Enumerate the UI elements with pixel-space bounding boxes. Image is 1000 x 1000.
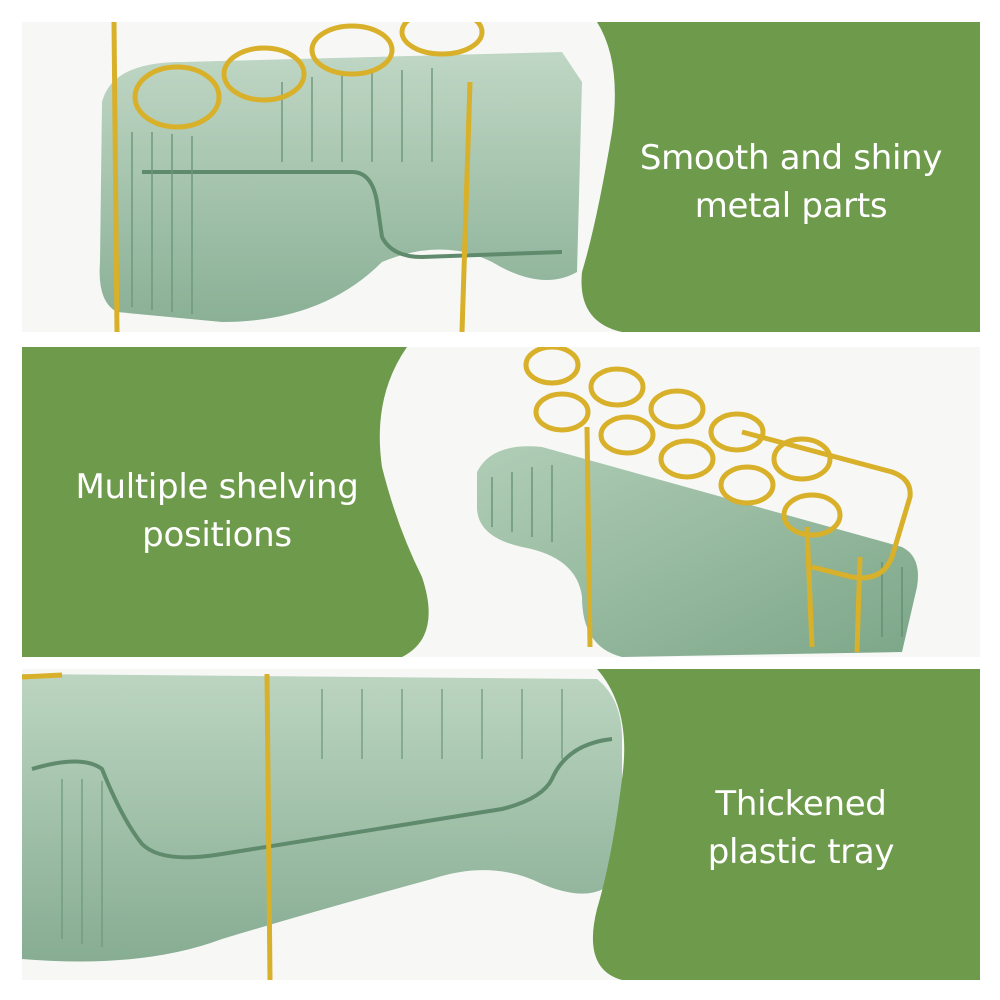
caption-shelving: Multiple shelving positions [22, 463, 412, 559]
caption-line: metal parts [694, 186, 888, 226]
caption-line: Multiple shelving [75, 467, 359, 507]
feature-panel-metal-parts: Smooth and shiny metal parts [22, 22, 980, 332]
tray-photo-metal [22, 22, 980, 332]
caption-line: plastic tray [707, 832, 895, 872]
caption-line: Smooth and shiny [639, 138, 943, 178]
caption-plastic-tray: Thickened plastic tray [622, 780, 980, 876]
caption-line: positions [142, 515, 292, 555]
tray-photo-rack [22, 347, 980, 657]
caption-metal-parts: Smooth and shiny metal parts [602, 134, 980, 230]
feature-panel-plastic-tray: Thickened plastic tray [22, 669, 980, 980]
tray-photo-edge [22, 669, 980, 980]
caption-line: Thickened [715, 784, 887, 824]
feature-panel-shelving: Multiple shelving positions [22, 347, 980, 657]
